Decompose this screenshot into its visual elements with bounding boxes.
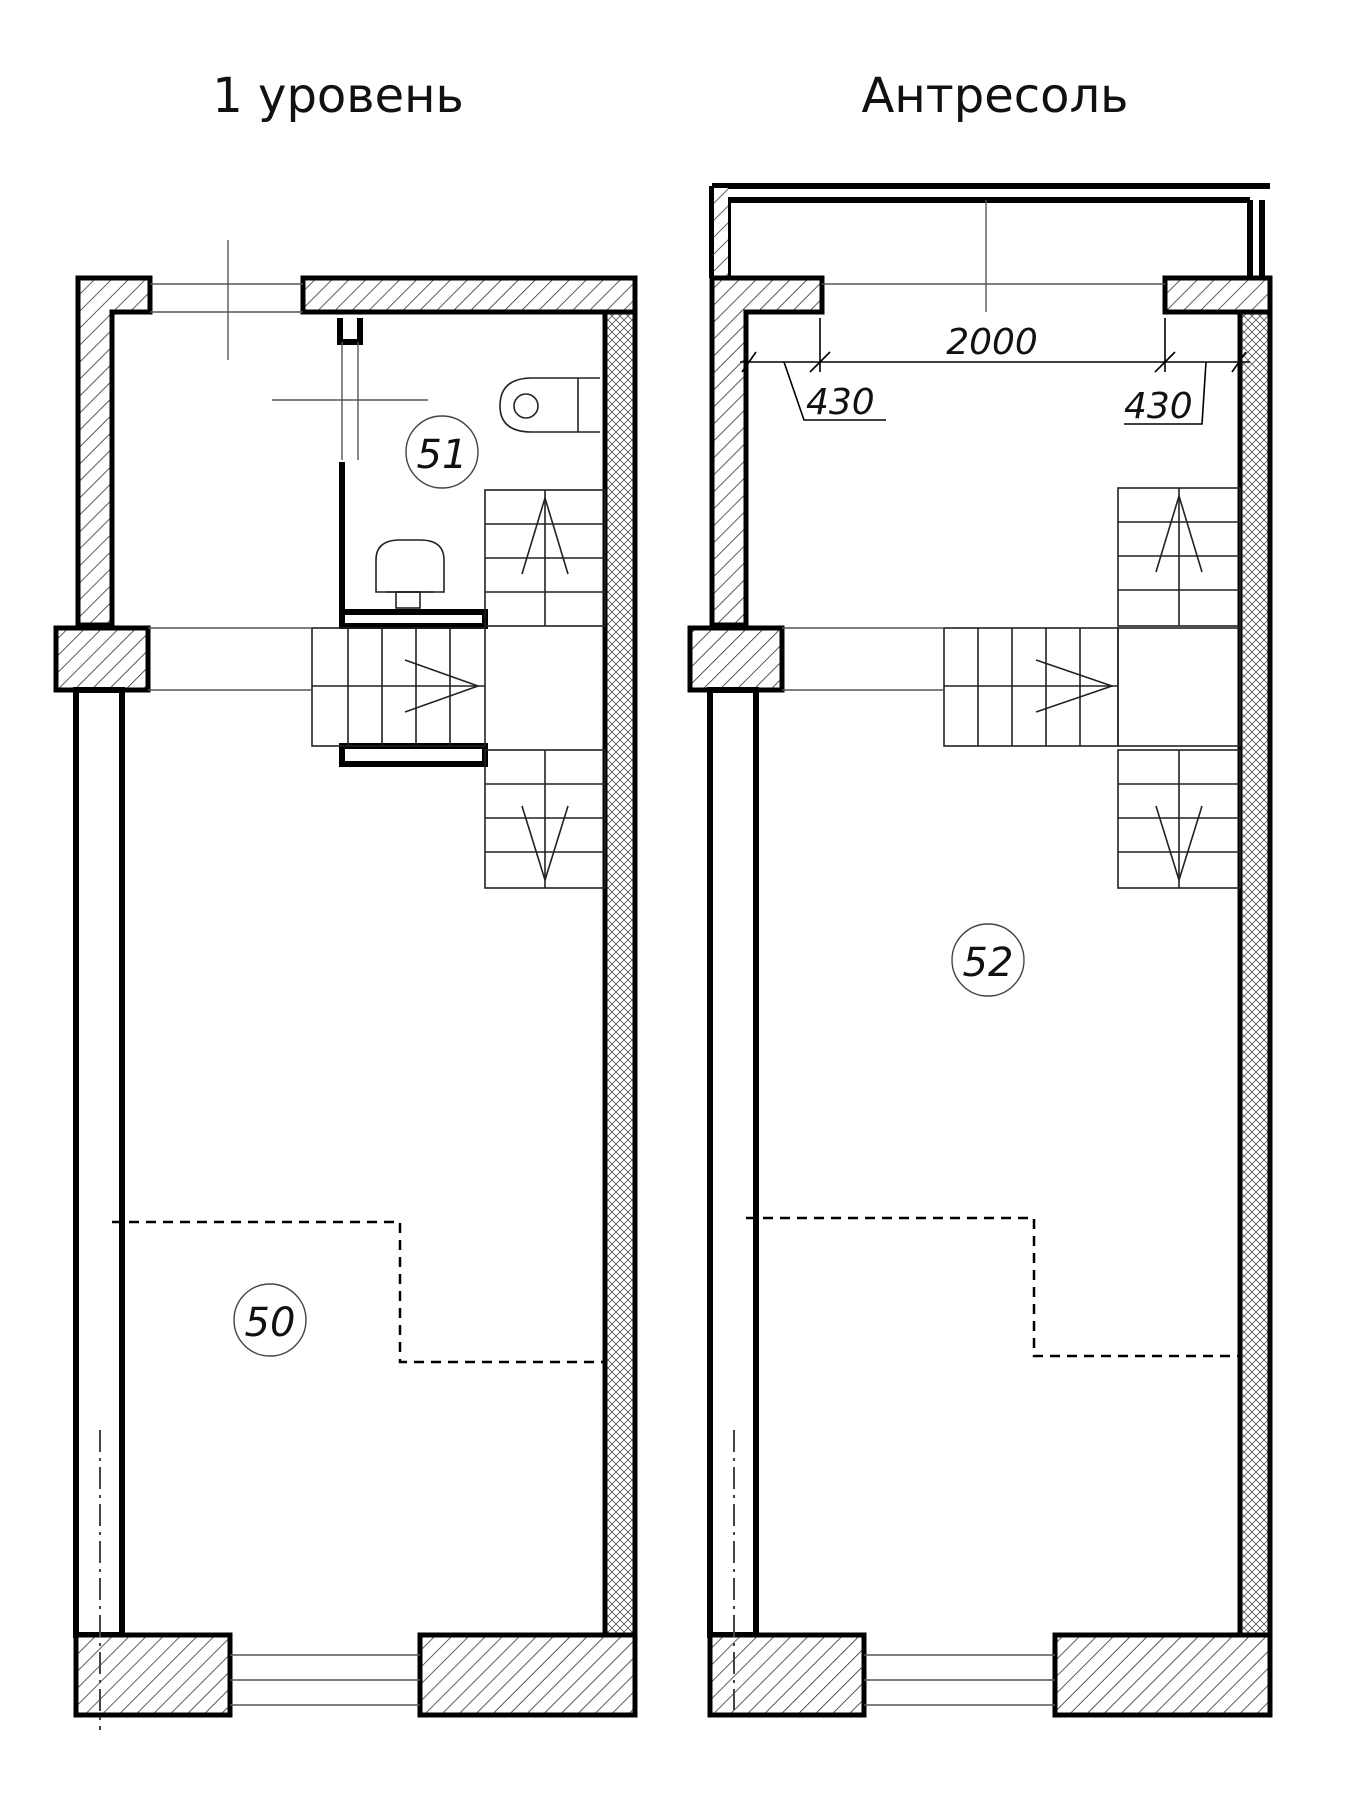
room-label-51: 51 bbox=[417, 432, 468, 478]
dashed-zone-outline bbox=[746, 1216, 1240, 1358]
svg-text:430: 430 bbox=[806, 382, 875, 423]
wall-right bbox=[602, 309, 638, 1638]
stair-flight-down bbox=[1117, 749, 1241, 889]
plan-level-1: 51 50 bbox=[53, 240, 638, 1730]
svg-text:430: 430 bbox=[1124, 386, 1193, 427]
bath-partition bbox=[339, 462, 488, 629]
title-level-1: 1 уровень bbox=[212, 68, 464, 124]
dimension-430-left: 430 bbox=[783, 361, 886, 423]
column-left bbox=[53, 625, 151, 693]
dimension-430-right: 430 bbox=[1124, 361, 1207, 427]
dashed-zone-outline bbox=[112, 1220, 605, 1364]
room-label-50: 50 bbox=[245, 1300, 296, 1346]
balcony-frame bbox=[709, 183, 1270, 278]
wall-left-window bbox=[73, 687, 125, 1638]
svg-text:2000: 2000 bbox=[946, 322, 1038, 363]
dimension-2000: 2000 bbox=[740, 318, 1250, 373]
stair-wall-bottom bbox=[339, 743, 488, 767]
sink-icon bbox=[499, 377, 600, 433]
wall-top-right bbox=[300, 275, 638, 315]
column-left bbox=[687, 625, 785, 693]
wall-left-window bbox=[707, 687, 759, 1638]
toilet-icon bbox=[375, 539, 445, 609]
wall-bottom-left bbox=[707, 1632, 867, 1718]
wall-bottom-right bbox=[417, 1632, 638, 1718]
room-label-52: 52 bbox=[963, 940, 1014, 986]
stair-flight-up bbox=[1117, 487, 1241, 627]
stair-landing bbox=[311, 627, 486, 747]
stair-flight-down bbox=[484, 749, 606, 889]
wall-bottom-left bbox=[73, 1632, 233, 1718]
wall-top-left bbox=[75, 275, 153, 628]
title-mezzanine: Антресоль bbox=[861, 68, 1129, 124]
wall-bottom-right bbox=[1052, 1632, 1273, 1718]
wall-top-right bbox=[1162, 275, 1273, 315]
stair-landing bbox=[943, 627, 1241, 747]
stair-flight-up bbox=[484, 489, 606, 627]
wall-top-left bbox=[709, 275, 825, 628]
plan-mezzanine: 2000 430 430 bbox=[687, 183, 1273, 1718]
bath-partition-top bbox=[337, 318, 363, 345]
wall-right bbox=[1237, 309, 1273, 1638]
